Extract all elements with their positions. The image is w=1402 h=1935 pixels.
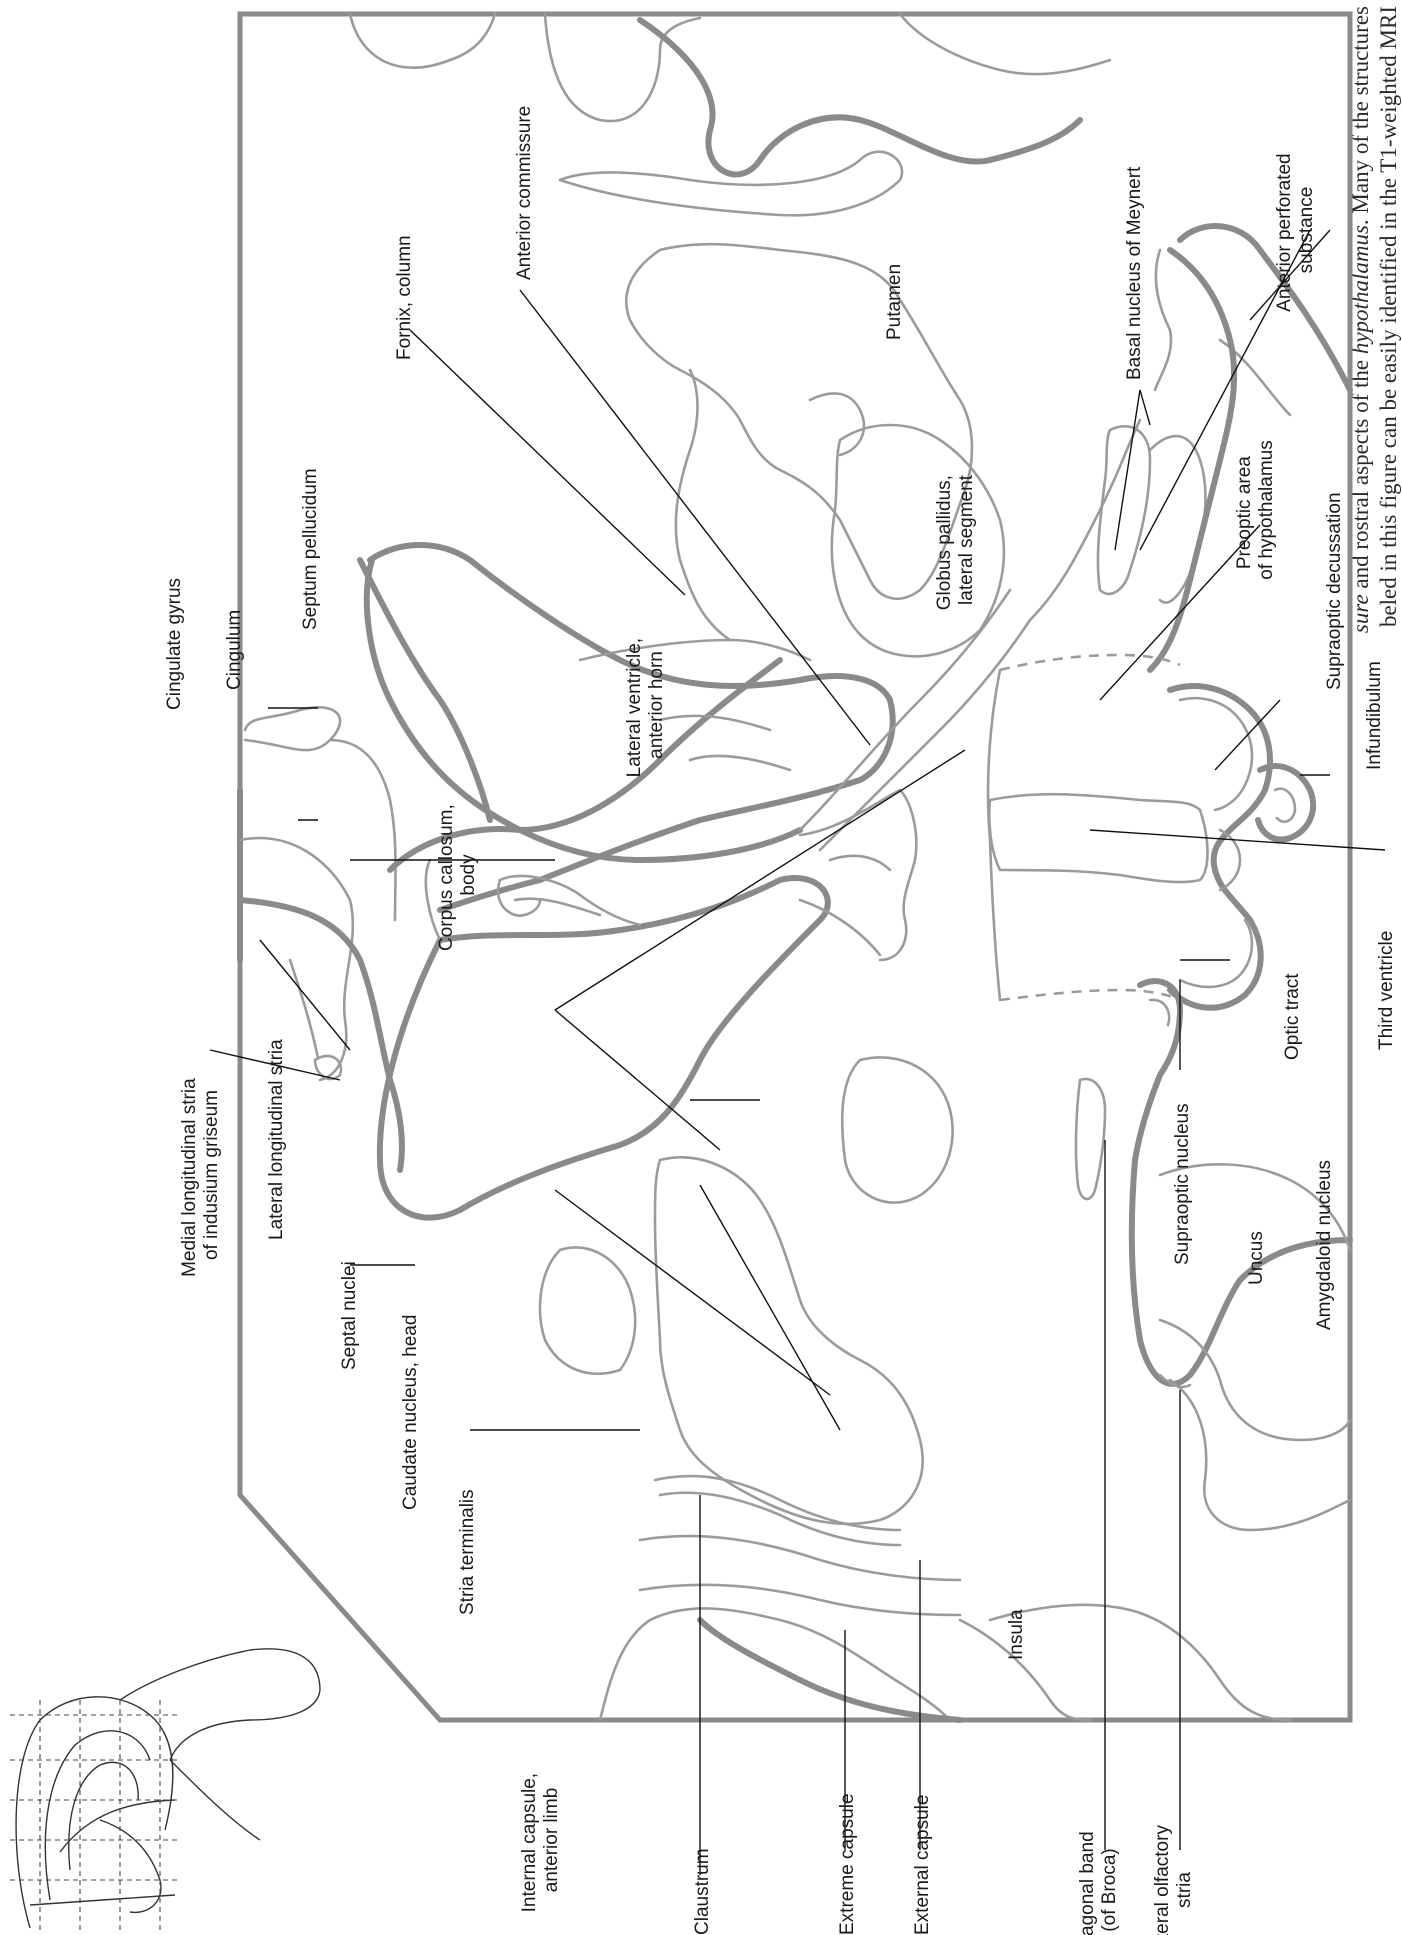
- label-septum-pellucidum: Septum pellucidum: [300, 468, 321, 630]
- label-cingulate-gyrus: Cingulate gyrus: [164, 578, 185, 710]
- label-diagonal-band: Diagonal band (of Broca): [1077, 1826, 1120, 1935]
- label-lateral-olfactory-stria: Lateral olfactory stria: [1152, 1820, 1195, 1935]
- label-septal-nuclei: Septal nuclei: [339, 1261, 360, 1370]
- caption-line-2: beled in this figure can be easily ident…: [1376, 6, 1401, 627]
- label-supraoptic-decussation: Supraoptic decussation: [1324, 492, 1345, 690]
- label-basal-nucleus-meynert: Basal nucleus of Meynert: [1124, 166, 1145, 380]
- label-internal-capsule: Internal capsule, anterior limb: [519, 1768, 562, 1913]
- label-extreme-capsule: Extreme capsule: [837, 1793, 858, 1935]
- label-lateral-longitudinal-stria: Lateral longitudinal stria: [266, 1039, 287, 1240]
- label-anterior-commissure: Anterior commissure: [514, 106, 535, 280]
- label-caudate-head: Caudate nucleus, head: [400, 1315, 421, 1510]
- label-amygdaloid-nucleus: Amygdaloid nucleus: [1314, 1160, 1335, 1330]
- label-insula: Insula: [1006, 1609, 1027, 1660]
- label-optic-tract: Optic tract: [1282, 973, 1303, 1060]
- label-uncus: Uncus: [1246, 1231, 1267, 1285]
- label-fornix-column: Fornix, column: [394, 235, 415, 360]
- structure-labels: Cingulate gyrus Cingulum Septum pellucid…: [164, 106, 1397, 1935]
- label-corpus-callosum: Corpus callosum, body: [436, 799, 479, 951]
- label-stria-terminalis: Stria terminalis: [457, 1489, 478, 1615]
- label-infundibulum: Infundibulum: [1364, 661, 1385, 770]
- label-preoptic-area: Preoptic area of hypothalamus: [1234, 440, 1277, 579]
- label-putamen: Putamen: [884, 264, 905, 340]
- label-claustrum: Claustrum: [692, 1848, 713, 1935]
- orientation-thumbnail: [10, 1649, 320, 1930]
- label-cingulum: Cingulum: [224, 610, 245, 690]
- label-anterior-perforated: Anterior perforated substance: [1274, 148, 1317, 312]
- label-third-ventricle: Third ventricle: [1376, 931, 1397, 1050]
- label-globus-pallidus: Globus pallidus, lateral segment: [934, 470, 977, 610]
- label-supraoptic-nucleus: Supraoptic nucleus: [1172, 1103, 1193, 1265]
- label-medial-longitudinal-stria: Medial longitudinal stria of indusium gr…: [179, 1073, 222, 1277]
- figure-caption: sure and rostral aspects of the hypothal…: [1348, 6, 1401, 633]
- label-lateral-ventricle: Lateral ventricle, anterior horn: [624, 633, 667, 778]
- label-external-capsule: External capsule: [912, 1795, 933, 1935]
